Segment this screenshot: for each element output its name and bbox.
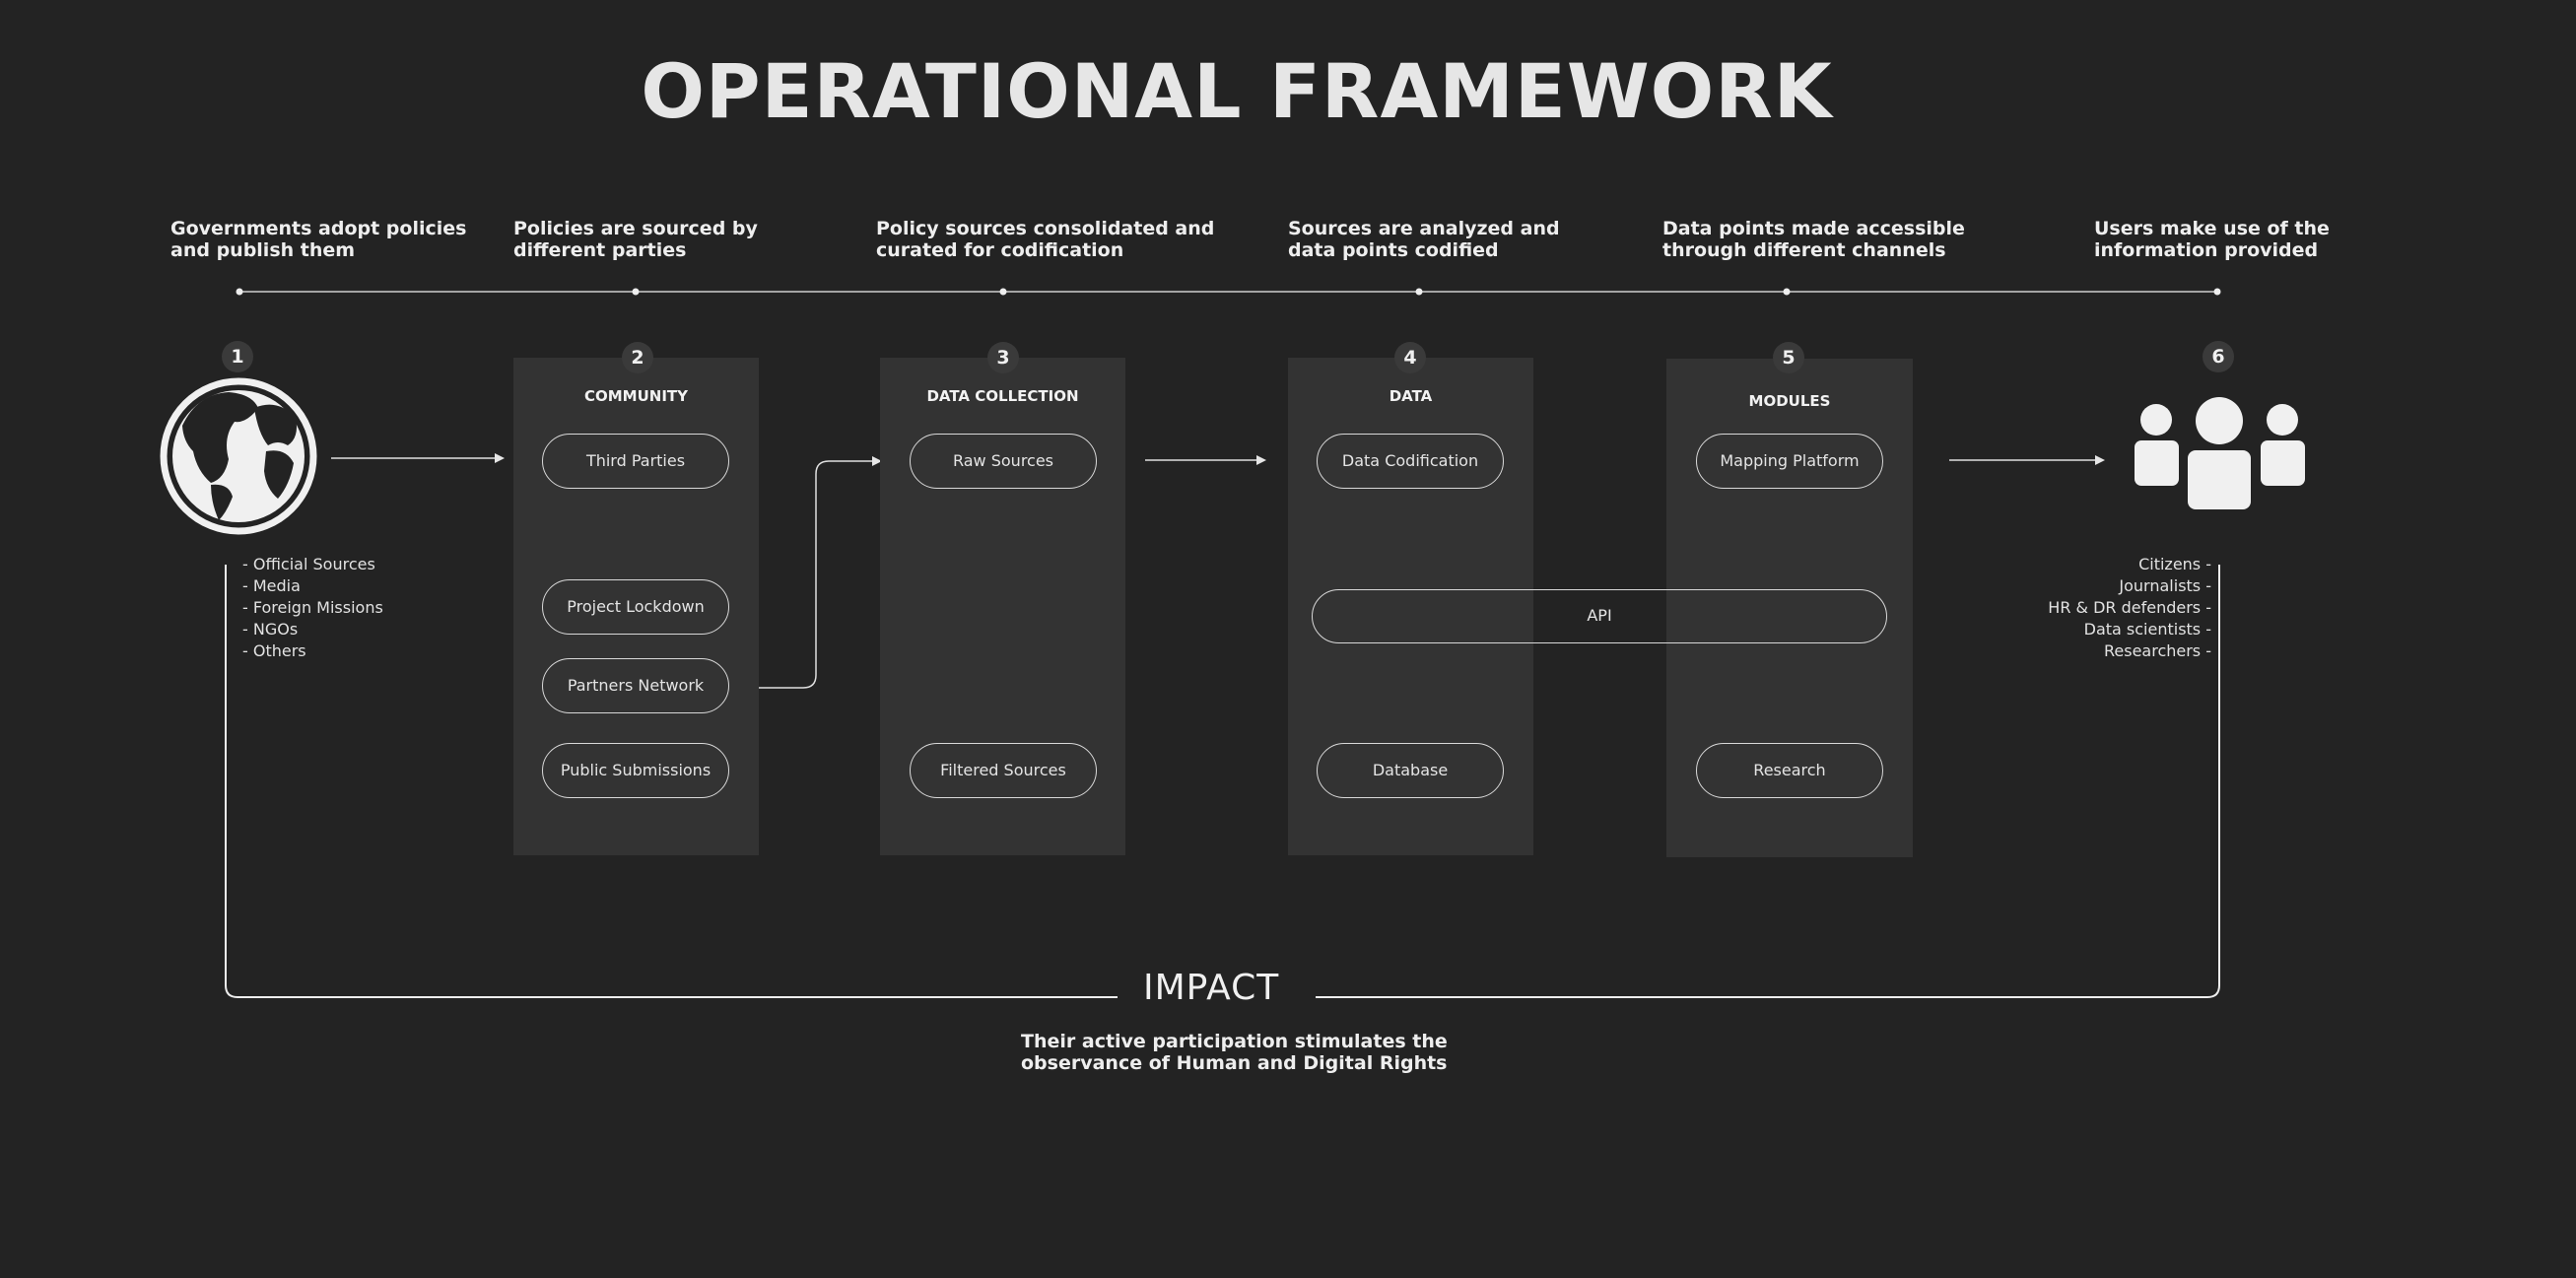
list-item: HR & DR defenders - — [2048, 598, 2211, 617]
stage-number-3: 3 — [987, 342, 1019, 373]
globe-icon — [160, 377, 317, 535]
list-item: - Official Sources — [242, 555, 375, 573]
page-title: OPERATIONAL FRAMEWORK — [641, 47, 1833, 135]
sources-list: - Official Sources - Media - Foreign Mis… — [242, 554, 383, 662]
partners-network-node: Partners Network — [542, 658, 729, 713]
timeline-dots — [236, 288, 2221, 296]
stage-number-4: 4 — [1394, 342, 1426, 373]
raw-sources-node: Raw Sources — [910, 434, 1097, 489]
impact-frame-line — [225, 565, 1118, 998]
timeline-dot — [2213, 288, 2221, 296]
research-node: Research — [1696, 743, 1883, 798]
public-submissions-node: Public Submissions — [542, 743, 729, 798]
stage-number-2: 2 — [622, 342, 653, 373]
list-item: - Others — [242, 641, 306, 660]
users-group-icon — [2135, 397, 2305, 509]
impact-frame-line — [1316, 565, 2220, 998]
timeline-dot — [999, 288, 1007, 296]
mapping-platform-node: Mapping Platform — [1696, 434, 1883, 489]
data-collection-title: DATA COLLECTION — [926, 387, 1079, 405]
third-parties-node: Third Parties — [542, 434, 729, 489]
database-node: Database — [1317, 743, 1504, 798]
list-item: - Foreign Missions — [242, 598, 383, 617]
list-item: - NGOs — [242, 620, 299, 639]
timeline-dot — [1415, 288, 1423, 296]
data-title: DATA — [1389, 387, 1433, 405]
stage-number-6: 6 — [2203, 341, 2234, 372]
filtered-sources-node: Filtered Sources — [910, 743, 1097, 798]
impact-label: IMPACT — [1123, 968, 1300, 1008]
arrow-community-to-collection — [759, 456, 882, 689]
modules-title: MODULES — [1748, 392, 1831, 410]
users-list: Citizens - Journalists - HR & DR defende… — [2048, 554, 2211, 662]
project-lockdown-node: Project Lockdown — [542, 579, 729, 635]
list-item: Citizens - — [2138, 555, 2211, 573]
api-node: API — [1312, 589, 1887, 643]
stage-number-5: 5 — [1773, 342, 1804, 373]
list-item: Data scientists - — [2083, 620, 2211, 639]
list-item: Researchers - — [2103, 641, 2211, 660]
data-codification-node: Data Codification — [1317, 434, 1504, 489]
timeline-dot — [632, 288, 640, 296]
impact-description: Their active participation stimulates th… — [1021, 1031, 1448, 1074]
timeline-dot — [236, 288, 243, 296]
list-item: Journalists - — [2119, 576, 2211, 595]
community-title: COMMUNITY — [583, 387, 689, 405]
stage-number-1: 1 — [222, 341, 253, 372]
list-item: - Media — [242, 576, 301, 595]
timeline-dot — [1783, 288, 1791, 296]
